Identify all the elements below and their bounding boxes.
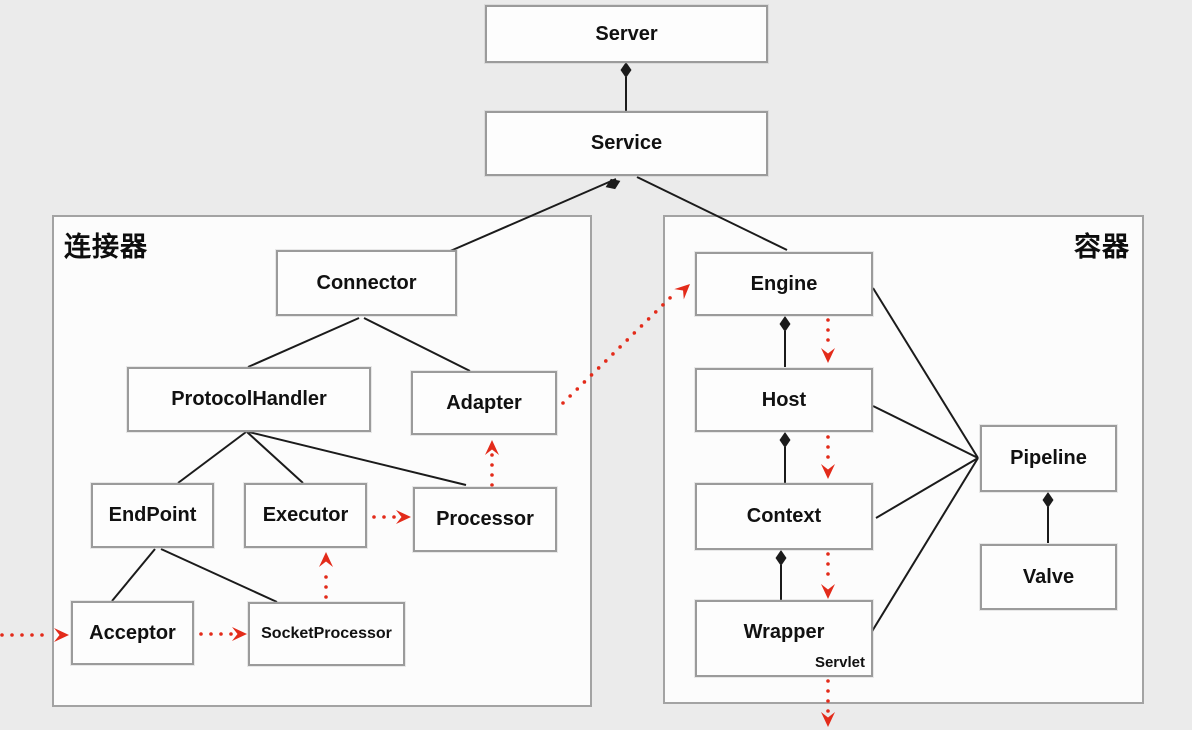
edge-wrapper-pipeline (870, 457, 979, 634)
edge-endpoint-socketprocessor (160, 548, 278, 603)
edge-protocolhandler-processor (248, 431, 467, 486)
node-protocolhandler: ProtocolHandler (127, 367, 371, 432)
edge-protocolhandler-endpoint (177, 431, 247, 484)
node-server-label: Server (595, 22, 658, 45)
node-protocolhandler-label: ProtocolHandler (171, 388, 327, 410)
node-valve-label: Valve (1022, 565, 1075, 588)
node-service: Service (485, 111, 768, 176)
node-socketprocessor-label: SocketProcessor (261, 625, 392, 642)
node-executor: Executor (244, 483, 367, 548)
node-host: Host (695, 368, 873, 432)
node-connector-label: Connector (316, 271, 417, 294)
node-wrapper: Wrapper Servlet (695, 600, 873, 677)
red-arrowhead-icon (821, 584, 835, 599)
red-arrowhead-icon (485, 440, 499, 455)
red-arrowhead-icon (54, 628, 69, 642)
node-context: Context (695, 483, 873, 550)
node-executor-label: Executor (262, 504, 349, 526)
node-engine-label: Engine (750, 272, 818, 295)
node-connector: Connector (276, 250, 457, 316)
node-servlet-label: Servlet (814, 654, 865, 671)
edge-host-pipeline (872, 405, 979, 459)
composition-diamond-icon (775, 550, 787, 566)
edge-protocolhandler-executor (246, 431, 304, 484)
red-arrowhead-icon (319, 552, 333, 567)
node-pipeline-label: Pipeline (1010, 447, 1087, 469)
node-socketprocessor: SocketProcessor (248, 602, 405, 666)
connector-group-label: 连接器 (64, 232, 148, 262)
node-pipeline: Pipeline (980, 425, 1117, 492)
node-valve: Valve (980, 544, 1117, 610)
red-arrowhead-icon (232, 627, 247, 641)
composition-diamond-icon (779, 432, 791, 448)
composition-diamond-icon (620, 62, 632, 78)
node-context-label: Context (746, 505, 822, 527)
node-acceptor-label: Acceptor (89, 621, 176, 644)
composition-diamond-icon (605, 178, 621, 190)
node-processor-label: Processor (436, 508, 534, 530)
composition-diamond-icon (779, 316, 791, 332)
edge-engine-pipeline (872, 287, 979, 459)
node-server: Server (485, 5, 768, 63)
red-arrowhead-icon (821, 348, 835, 363)
node-adapter: Adapter (411, 371, 557, 435)
edge-connector-adapter (363, 317, 471, 372)
node-endpoint: EndPoint (91, 483, 214, 548)
edge-connector-protocolhandler (247, 317, 360, 368)
node-service-label: Service (590, 132, 663, 154)
edge-service-engine (636, 176, 788, 251)
edge-endpoint-acceptor (111, 548, 156, 602)
red-arrowhead-icon (821, 712, 835, 727)
composition-diamond-icon (1042, 492, 1054, 508)
red-arrowhead-icon (396, 510, 411, 524)
node-acceptor: Acceptor (71, 601, 194, 665)
node-processor: Processor (413, 487, 557, 552)
flow-adapter-engine (561, 294, 674, 405)
node-engine: Engine (695, 252, 873, 316)
edge-service-connector (447, 178, 617, 253)
red-arrowhead-icon (674, 284, 690, 300)
node-wrapper-label: Wrapper (743, 621, 825, 643)
node-endpoint-label: EndPoint (108, 504, 197, 526)
container-group-label: 容器 (1074, 232, 1130, 262)
red-arrowhead-icon (821, 464, 835, 479)
node-adapter-label: Adapter (446, 391, 522, 414)
edge-context-pipeline (875, 457, 979, 519)
node-host-label: Host (761, 388, 807, 411)
